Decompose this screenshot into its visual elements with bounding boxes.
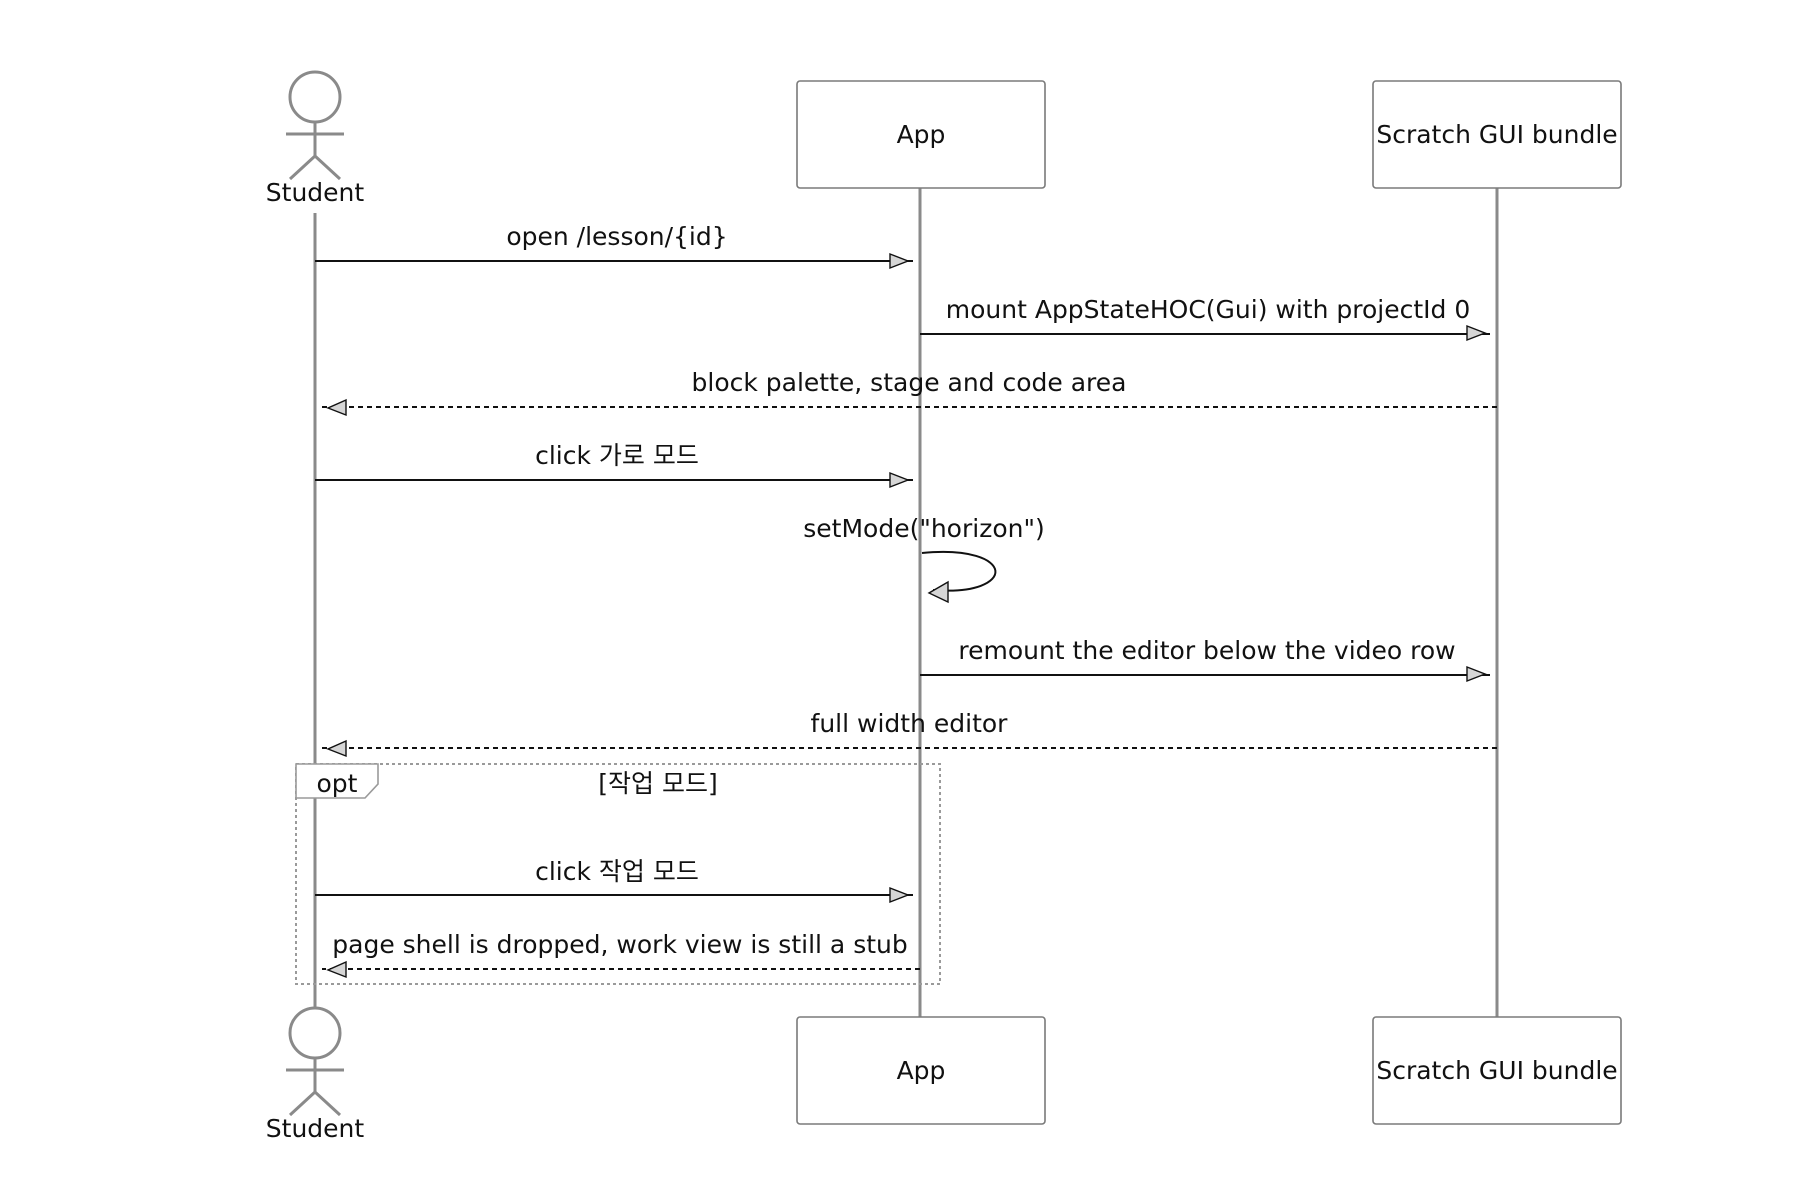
participant-student-top: Student [266, 70, 365, 207]
actor-head-icon [288, 1006, 342, 1060]
opt-keyword: opt [317, 769, 358, 798]
arrowhead-icon [889, 471, 910, 489]
arrowhead-icon [326, 960, 347, 979]
arrowhead-icon [1466, 324, 1487, 342]
participant-student-bottom: Student [266, 1006, 365, 1143]
message-open-lesson: open /lesson/{id} [315, 222, 913, 270]
opt-frame-tab [295, 763, 379, 799]
participant-label: Student [266, 178, 365, 207]
message-label: full width editor [811, 709, 1009, 738]
arrowhead-icon [889, 886, 910, 904]
participant-scratch-bottom: Scratch GUI bundle [1372, 1016, 1622, 1125]
arrowhead-icon [326, 398, 347, 417]
participant-label: App [897, 1056, 946, 1085]
message-label: open /lesson/{id} [506, 222, 727, 251]
message-label: setMode("horizon") [803, 514, 1044, 543]
participant-app-top: App [796, 80, 1046, 189]
participant-app-bottom: App [796, 1016, 1046, 1125]
message-label: click 작업 모드 [535, 857, 699, 886]
message-self-setmode: setMode("horizon") [803, 514, 1045, 604]
message-click-work-mode: click 작업 모드 [315, 857, 913, 904]
message-label: mount AppStateHOC(Gui) with projectId 0 [946, 295, 1471, 324]
message-block-palette-return: block palette, stage and code area [322, 368, 1497, 417]
participant-label: Scratch GUI bundle [1376, 1056, 1617, 1085]
message-mount-gui: mount AppStateHOC(Gui) with projectId 0 [920, 295, 1490, 342]
opt-frame: opt [작업 모드] [295, 763, 941, 985]
participant-label: Scratch GUI bundle [1376, 120, 1617, 149]
arrowhead-icon [889, 252, 910, 270]
arrowhead-icon [1466, 665, 1487, 683]
arrowhead-icon [326, 739, 347, 758]
message-label: remount the editor below the video row [958, 636, 1455, 665]
arrowhead-icon [927, 580, 949, 604]
opt-condition: [작업 모드] [598, 769, 717, 798]
message-label: click 가로 모드 [535, 441, 699, 470]
actor-head-icon [288, 70, 342, 124]
message-label: block palette, stage and code area [692, 368, 1127, 397]
message-click-horizontal-mode: click 가로 모드 [315, 441, 913, 489]
participant-scratch-top: Scratch GUI bundle [1372, 80, 1622, 189]
participant-label: Student [266, 1114, 365, 1143]
participant-label: App [897, 120, 946, 149]
message-full-width-return: full width editor [322, 709, 1497, 758]
message-label: page shell is dropped, work view is stil… [332, 930, 907, 959]
message-page-shell-return: page shell is dropped, work view is stil… [322, 930, 920, 979]
message-remount-editor: remount the editor below the video row [920, 636, 1490, 683]
